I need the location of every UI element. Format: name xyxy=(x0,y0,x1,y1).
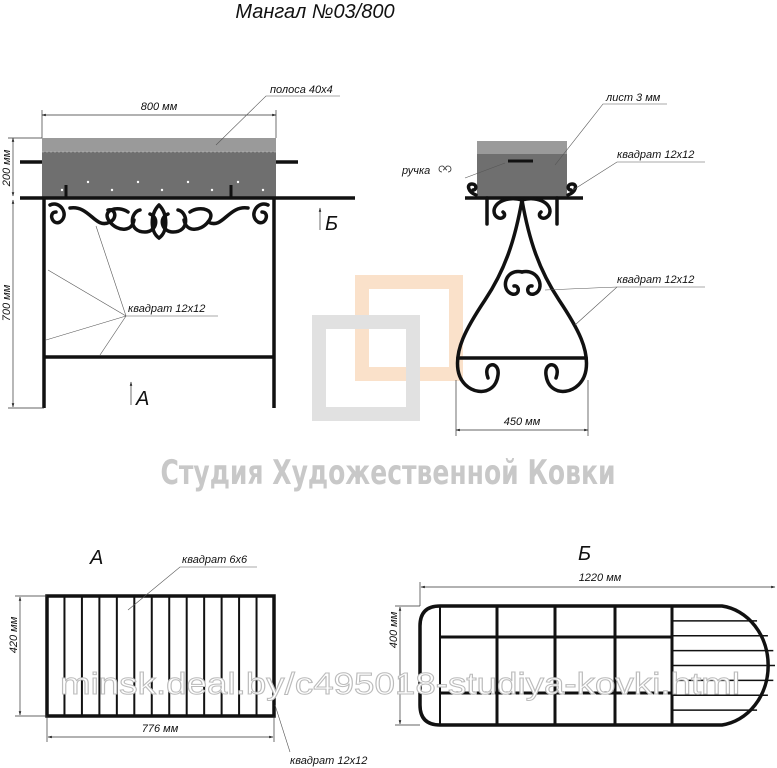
view-b-width-dim: 1220 мм xyxy=(579,572,622,584)
side-width-dim: 450 мм xyxy=(504,416,541,428)
watermark-logo xyxy=(312,275,463,421)
box-height-dim: 200 мм xyxy=(1,149,13,187)
view-a-height-dim: 420 мм xyxy=(8,616,20,653)
view-b-marker: Б xyxy=(325,213,338,235)
side-bar-label-top: квадрат 12х12 xyxy=(617,149,694,161)
view-b-grate xyxy=(418,604,775,727)
studio-name-watermark: Студия Художественной Ковки xyxy=(161,453,616,493)
side-view xyxy=(455,141,589,393)
sheet-label: лист 3 мм xyxy=(605,92,661,104)
view-a-frame-label: квадрат 12х12 xyxy=(290,755,367,767)
view-b-height-dim: 400 мм xyxy=(388,611,400,648)
view-a-width-dim: 776 мм xyxy=(142,723,179,735)
drawing-title: Мангал №03/800 xyxy=(235,1,394,23)
strip-label: полоса 40х4 xyxy=(270,84,333,96)
view-a-bars-label: квадрат 6х6 xyxy=(182,554,248,566)
url-watermark: minsk.deal.by/c495018-studiya-kovki.html xyxy=(60,666,740,701)
front-bar-label: квадрат 12х12 xyxy=(128,303,205,315)
scroll-ornament xyxy=(48,202,270,241)
handle-label: ручка xyxy=(401,165,430,177)
handle-scroll-icon xyxy=(438,165,452,173)
view-a-marker: А xyxy=(135,388,149,410)
leg-height-dim: 700 мм xyxy=(1,284,13,321)
view-a-heading: А xyxy=(89,547,103,569)
side-bar-label-mid: квадрат 12х12 xyxy=(617,274,694,286)
front-view xyxy=(20,138,355,408)
view-a-grate xyxy=(45,594,276,718)
front-width-dim: 800 мм xyxy=(141,101,178,113)
view-b-heading: Б xyxy=(578,543,591,565)
